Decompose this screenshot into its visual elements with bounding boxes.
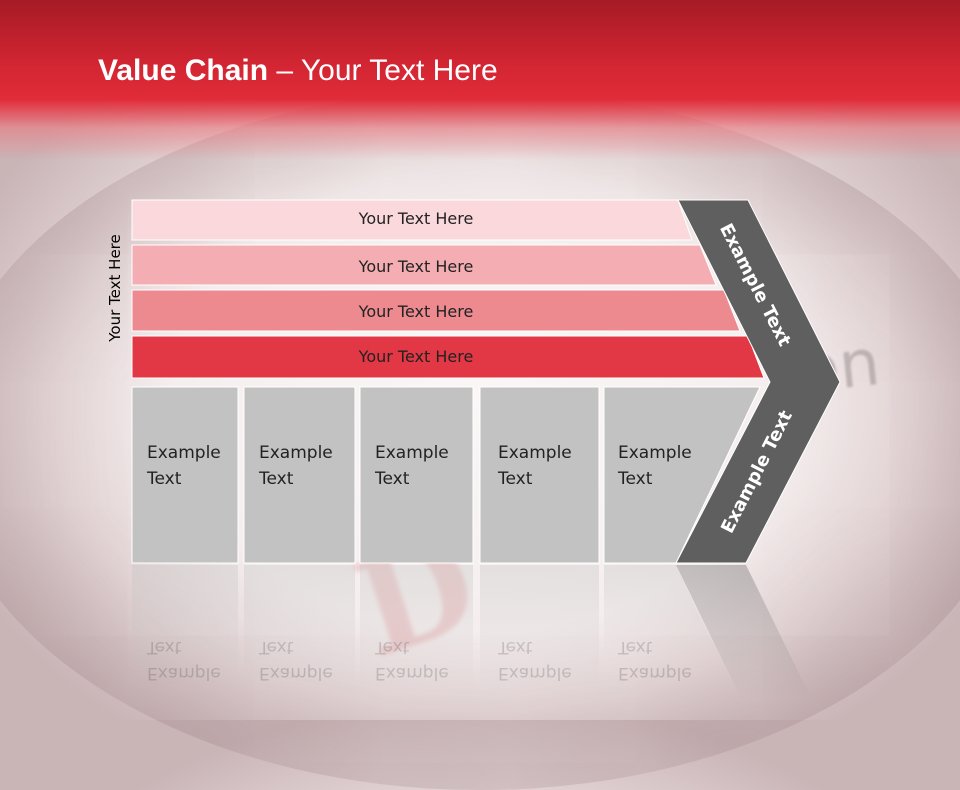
reflection [360, 565, 473, 695]
activity-box-1[interactable] [131, 386, 239, 564]
band-4[interactable] [131, 335, 765, 379]
value-chain-diagram [131, 199, 841, 700]
header-bar [0, 0, 960, 160]
activity-box-3[interactable] [359, 386, 474, 564]
margin-chevron[interactable] [675, 199, 841, 564]
band-label-4: Your Text Here [358, 347, 474, 366]
band-2[interactable] [131, 244, 717, 286]
page-title[interactable]: Value Chain – Your Text Here [98, 54, 498, 88]
reflection [244, 565, 355, 695]
title-bold: Value Chain [98, 54, 269, 87]
reflection [604, 565, 720, 660]
band-1[interactable] [131, 199, 693, 241]
activity-box-4[interactable] [479, 386, 600, 564]
band-label-2: Your Text Here [358, 257, 474, 276]
activity-box-2[interactable] [243, 386, 356, 564]
band-label-3: Your Text Here [358, 302, 474, 321]
reflection [676, 565, 812, 700]
band-3[interactable] [131, 289, 741, 332]
reflection [480, 565, 599, 695]
title-rest: – Your Text Here [268, 54, 498, 87]
reflection [132, 565, 238, 695]
band-label-1: Your Text Here [358, 209, 474, 228]
